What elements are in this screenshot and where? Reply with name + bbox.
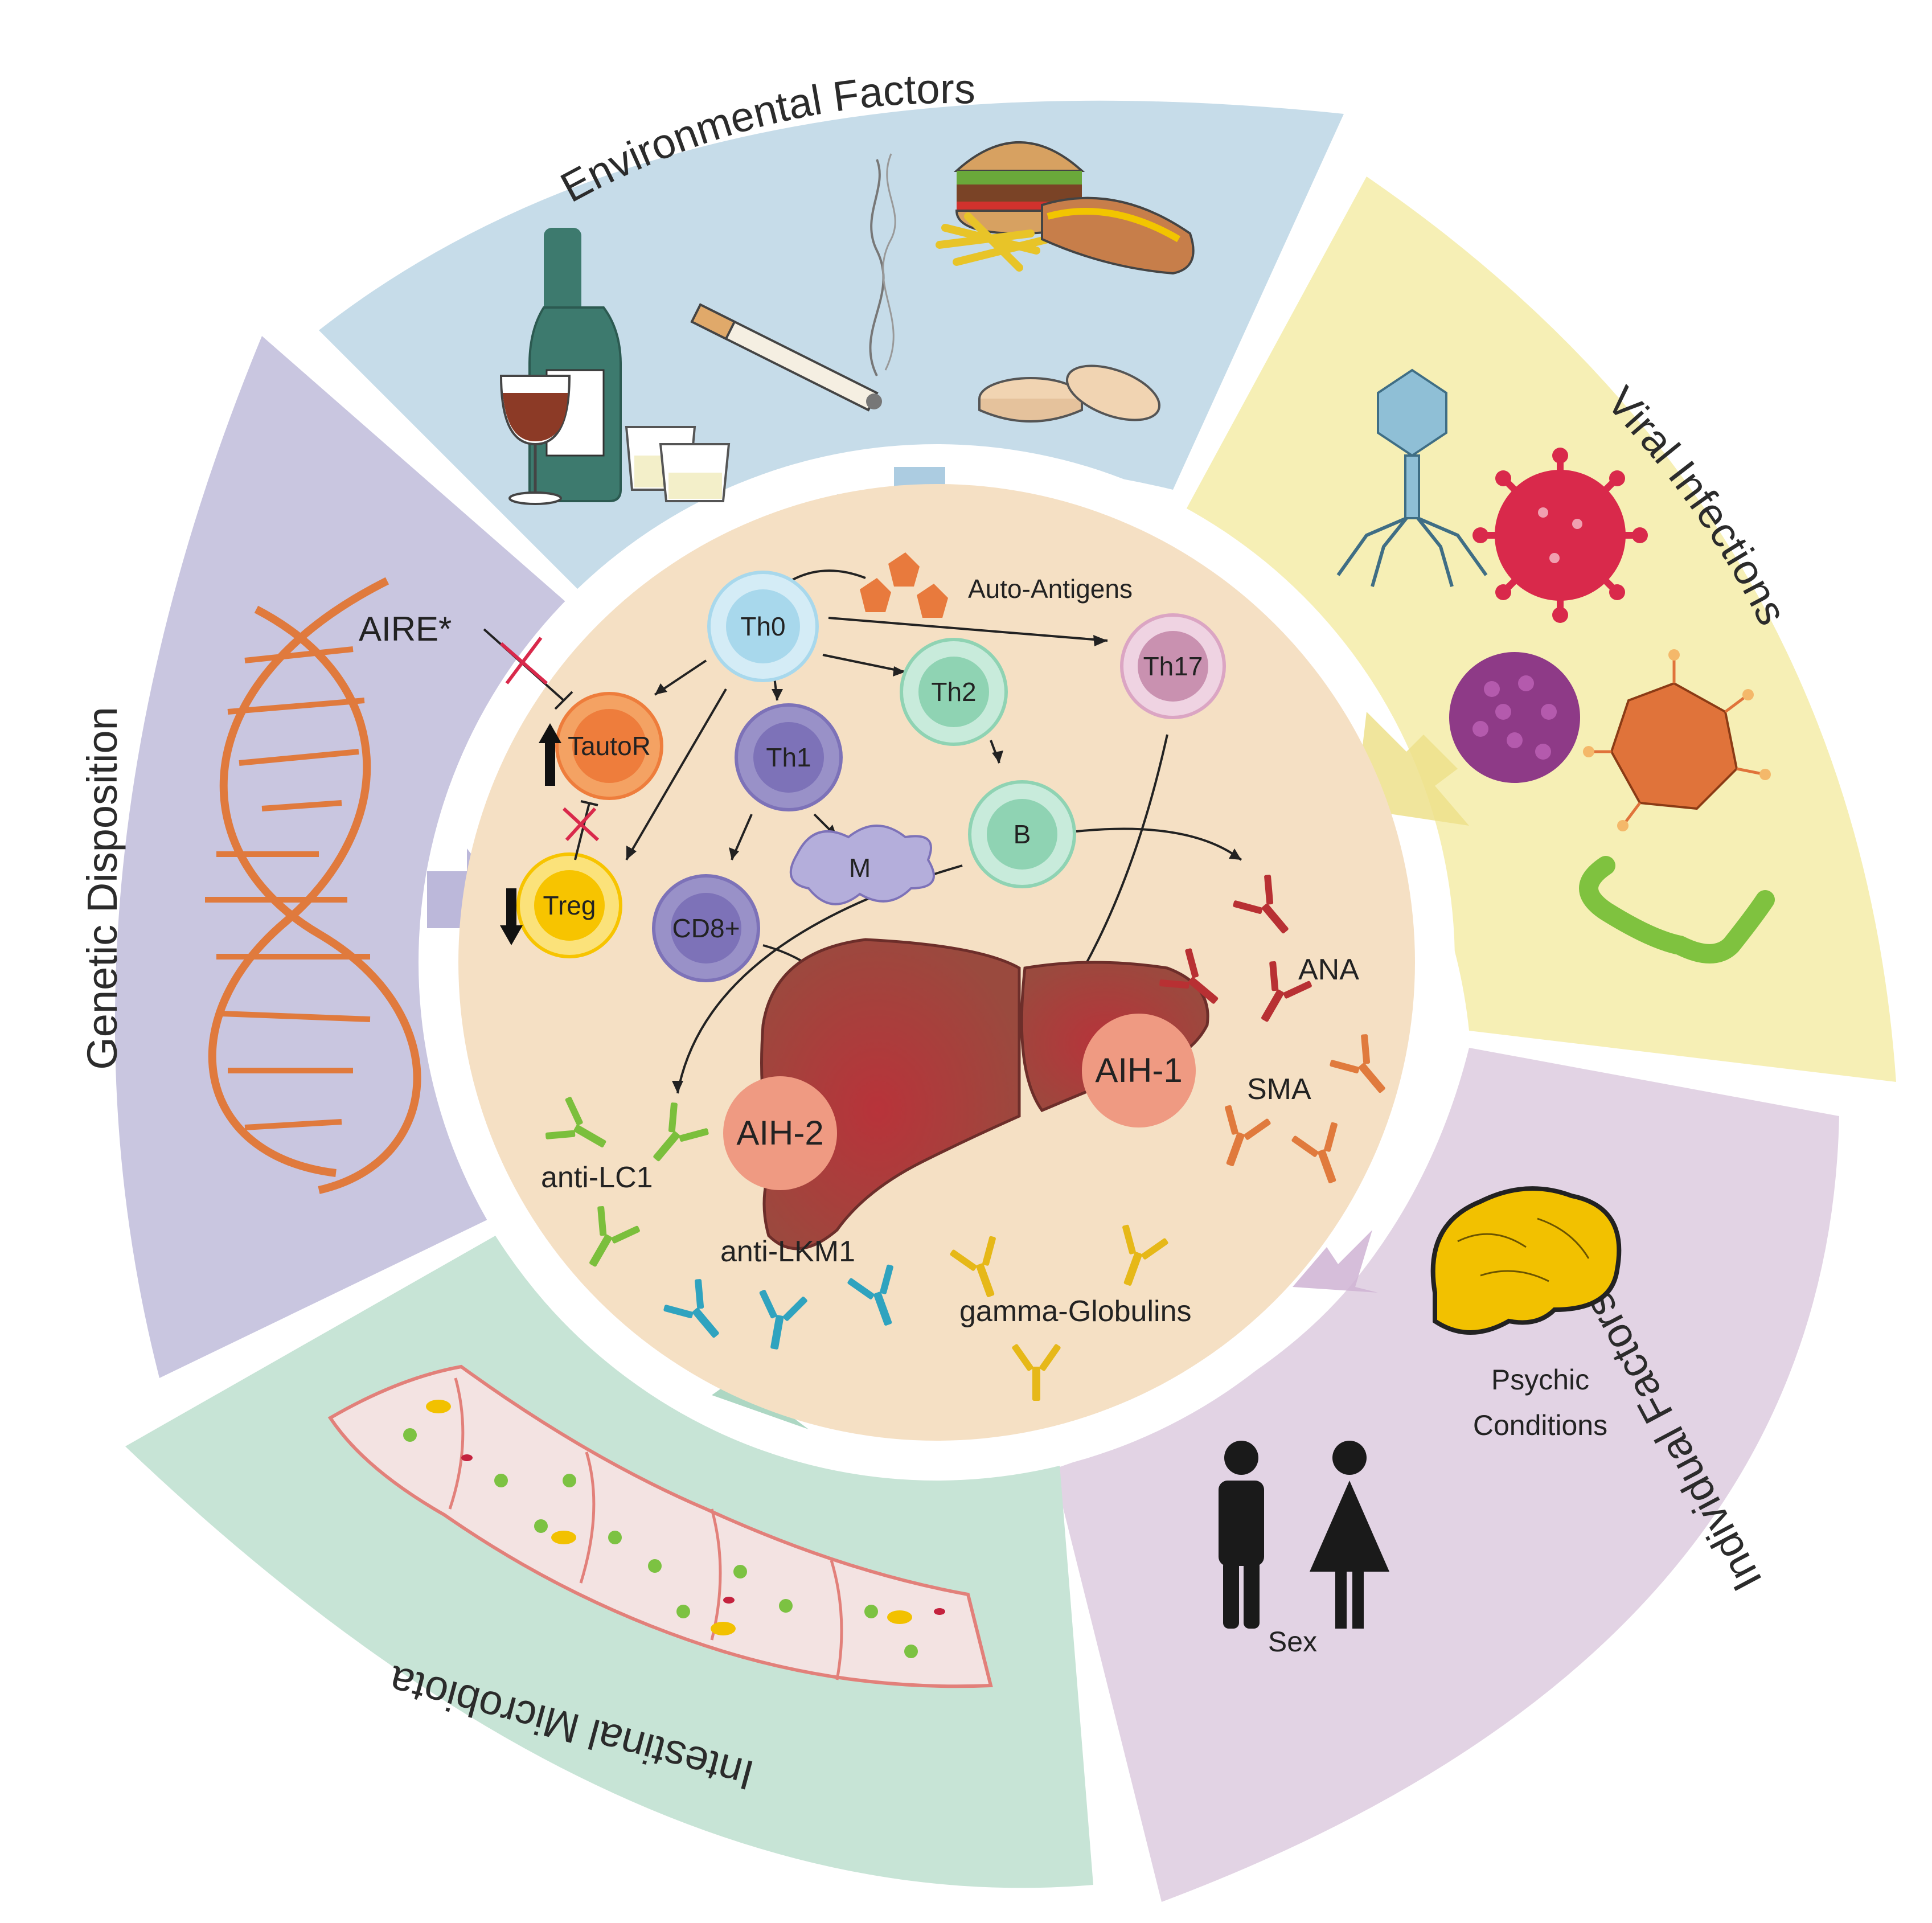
coronavirus-icon	[1472, 448, 1648, 623]
cell-cd8-label: CD8+	[672, 913, 740, 943]
arrow-individual	[1293, 1230, 1378, 1293]
cell-tautor-label: TautoR	[568, 731, 651, 761]
aih2-marker: AIH-2	[723, 1076, 837, 1190]
aih1-label: AIH-1	[1095, 1051, 1182, 1089]
female-figure-icon	[1310, 1441, 1389, 1629]
cell-th2: Th2	[900, 638, 1008, 746]
cell-th0-label: Th0	[740, 612, 785, 641]
label-auto-antigens: Auto-Antigens	[968, 574, 1133, 604]
fast-food-icon	[936, 141, 1195, 275]
tautor-treg-line	[574, 802, 590, 860]
dna-helix-icon	[205, 577, 421, 1194]
sector-viral-bg	[1184, 177, 1896, 1082]
cell-treg: Treg	[516, 852, 622, 958]
cigarette-icon	[690, 153, 896, 412]
cell-th1-label: Th1	[766, 743, 811, 772]
worm-icon	[1579, 856, 1775, 963]
cell-th0: Th0	[707, 571, 819, 682]
label-gamma-globulins: gamma-Globulins	[959, 1295, 1192, 1328]
cell-th1: Th1	[735, 703, 843, 811]
label-genetic: Genetic Disposition	[79, 707, 126, 1070]
cell-b: B	[968, 780, 1076, 888]
label-sex: Sex	[1268, 1626, 1317, 1658]
cell-b-label: B	[1014, 819, 1031, 849]
aire-block-x-icon	[500, 637, 548, 685]
aire-inhibition-bar	[554, 691, 573, 710]
arrow-up-icon	[539, 723, 561, 786]
cell-macrophage: M	[789, 825, 935, 905]
sector-viral	[1184, 177, 1896, 1082]
purple-virus-icon	[1449, 652, 1580, 783]
label-sma: SMA	[1247, 1073, 1311, 1106]
adenovirus-icon	[1583, 649, 1771, 831]
sector-individual	[1053, 1048, 1839, 1902]
arrow-down-icon	[500, 888, 523, 945]
wine-glass-icon	[499, 375, 571, 505]
label-anti-lc1: anti-LC1	[541, 1161, 653, 1194]
pills-icon	[978, 364, 1161, 423]
cell-th17-label: Th17	[1143, 651, 1203, 681]
cell-th17: Th17	[1120, 613, 1226, 719]
label-aire: AIRE*	[359, 610, 452, 648]
cell-treg-label: Treg	[543, 891, 596, 920]
cell-macrophage-label: M	[849, 853, 871, 883]
male-figure-icon	[1219, 1441, 1264, 1629]
label-ana: ANA	[1298, 953, 1359, 986]
cell-th2-label: Th2	[931, 677, 976, 707]
label-psychic-2: Conditions	[1473, 1409, 1607, 1441]
aih1-marker: AIH-1	[1082, 1014, 1196, 1127]
cell-tautor: TautoR	[555, 692, 663, 800]
bacteriophage-icon	[1336, 368, 1488, 587]
tautor-treg-bar	[580, 800, 598, 806]
sector-individual-bg	[1053, 1048, 1839, 1902]
aih2-label: AIH-2	[736, 1114, 823, 1152]
label-anti-lkm1: anti-LKM1	[720, 1235, 855, 1268]
shot-glasses-icon	[625, 426, 731, 502]
intestine-icon	[327, 1364, 993, 1688]
cell-cd8: CD8+	[652, 874, 760, 982]
treg-block-x-icon	[562, 807, 600, 842]
auto-antigens-icon	[860, 552, 948, 618]
brain-icon	[1430, 1186, 1622, 1335]
label-psychic-1: Psychic	[1491, 1364, 1589, 1396]
